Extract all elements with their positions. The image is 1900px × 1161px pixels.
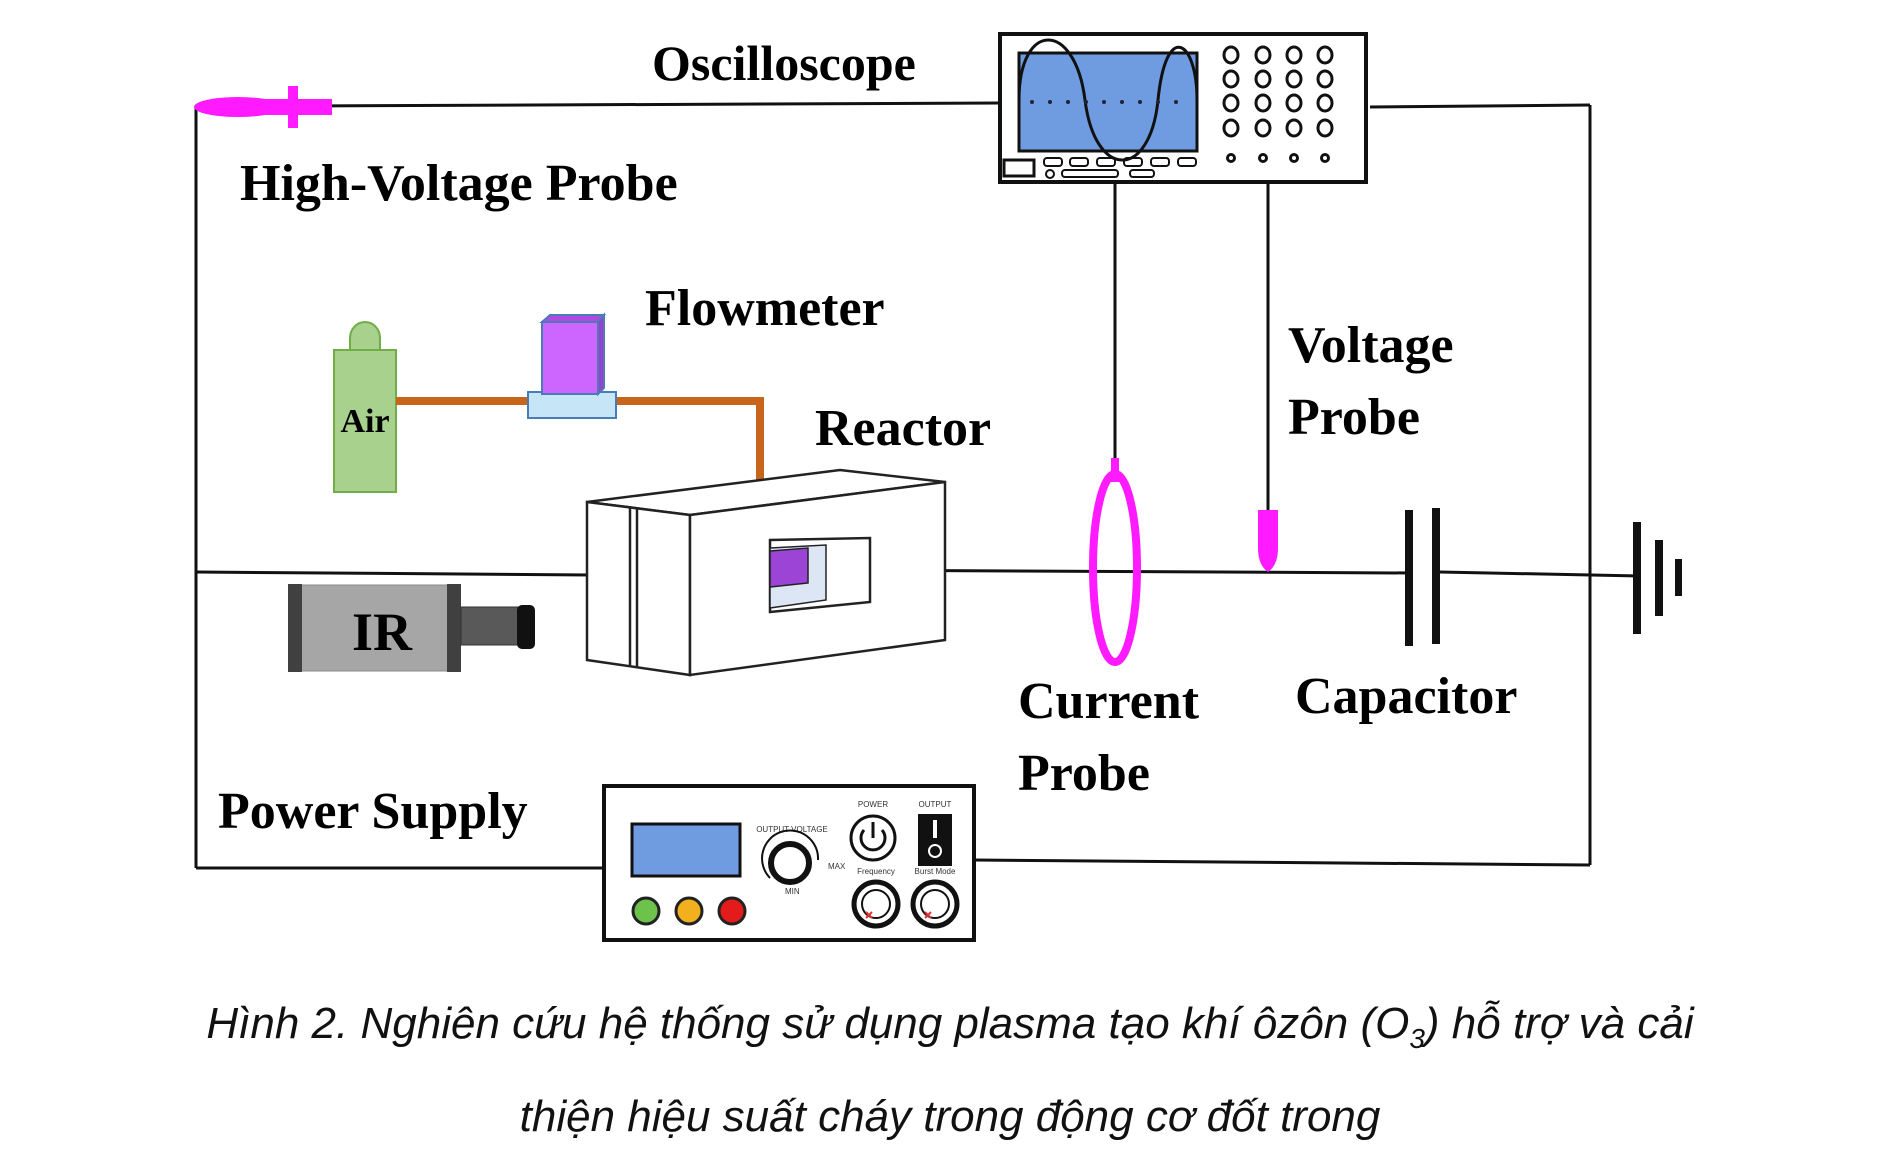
current-probe-icon	[1089, 458, 1141, 666]
indicator-yellow	[674, 896, 704, 926]
voltage-probe-icon	[1258, 510, 1278, 572]
oscilloscope-screen	[1017, 51, 1199, 153]
max-label: MAX	[828, 862, 846, 871]
scope-knob	[1254, 69, 1272, 89]
caption-line-1-end: ) hỗ trợ và cải	[1424, 999, 1694, 1048]
wire-bottom-right	[973, 858, 1591, 867]
capacitor-label: Capacitor	[1295, 668, 1517, 725]
scope-knob	[1316, 93, 1334, 113]
screen-grid-dots	[1030, 100, 1178, 104]
output-switch-icon	[918, 814, 952, 866]
oscilloscope-icon	[998, 32, 1368, 184]
voltage-probe-label-line2: Probe	[1288, 389, 1420, 446]
high-voltage-probe-label: High-Voltage Probe	[240, 155, 678, 212]
voltage-probe-label-line1: Voltage	[1288, 317, 1454, 374]
scope-knob	[1285, 45, 1303, 65]
power-supply-label: Power Supply	[218, 783, 528, 840]
caption-line-1-start: Hình 2. Nghiên cứu hệ thống sử dụng plas…	[206, 999, 1410, 1048]
burst-mode-knob	[910, 879, 960, 929]
scope-small-knob	[1258, 153, 1268, 163]
power-label: POWER	[858, 800, 888, 809]
wire-hv-probe-to-scope	[299, 101, 1001, 108]
scope-small-knob	[1289, 153, 1299, 163]
power-supply-display	[630, 822, 742, 878]
reactor-label: Reactor	[815, 400, 991, 457]
scope-knob	[1316, 118, 1334, 138]
wire-to-reactor	[195, 570, 591, 577]
output-voltage-label: OUTPUT VOLTAGE	[756, 825, 828, 834]
high-voltage-probe-icon	[194, 86, 332, 128]
scope-knob	[1254, 93, 1272, 113]
caption-line-2: thiện hiệu suất cháy trong động cơ đốt t…	[519, 1091, 1381, 1141]
frequency-label: Frequency	[857, 867, 895, 876]
scope-knob	[1222, 69, 1240, 89]
scope-knob	[1316, 69, 1334, 89]
power-supply-icon: OUTPUT VOLTAGE MAX MIN POWER OUTPUT Freq…	[602, 784, 976, 942]
current-probe-label-line1: Current	[1018, 673, 1200, 730]
scope-small-knob	[1320, 153, 1330, 163]
scope-knob	[1254, 45, 1272, 65]
burst-mode-label: Burst Mode	[915, 867, 956, 876]
output-voltage-knob	[768, 841, 812, 885]
experimental-setup-diagram: High-Voltage Probe Oscilloscope Air	[194, 32, 1682, 942]
oscilloscope-knobs	[1222, 45, 1334, 163]
wire-scope-to-right	[1369, 103, 1591, 109]
scope-knob	[1285, 93, 1303, 113]
scope-knob	[1222, 45, 1240, 65]
scope-knob	[1254, 118, 1272, 138]
ir-label: IR	[352, 602, 413, 662]
wire-capacitor-to-ground	[1439, 570, 1641, 578]
caption-line-1: Hình 2. Nghiên cứu hệ thống sử dụng plas…	[0, 985, 1900, 1078]
power-button-icon	[849, 814, 897, 862]
min-label: MIN	[785, 887, 800, 896]
ground-icon	[1633, 522, 1682, 634]
flowmeter-label: Flowmeter	[645, 280, 885, 337]
scope-power-button	[1002, 158, 1036, 178]
scope-knob	[1285, 69, 1303, 89]
scope-knob	[1222, 118, 1240, 138]
scope-small-knob	[1226, 153, 1236, 163]
indicator-green	[631, 896, 661, 926]
sine-wave-trace	[1017, 38, 1199, 162]
ir-camera-icon	[288, 584, 535, 672]
current-probe-label-line2: Probe	[1018, 745, 1150, 802]
figure-caption: Hình 2. Nghiên cứu hệ thống sử dụng plas…	[0, 985, 1900, 1156]
output-label: OUTPUT	[919, 800, 952, 809]
scope-knob	[1285, 118, 1303, 138]
indicator-red	[717, 896, 747, 926]
air-cylinder-icon	[333, 321, 397, 493]
gas-tube	[396, 397, 764, 505]
scope-small-buttons	[1043, 157, 1197, 179]
capacitor-icon	[1405, 508, 1440, 646]
air-label: Air	[340, 403, 389, 440]
caption-subscript: 3	[1409, 1022, 1425, 1054]
oscilloscope-label: Oscilloscope	[652, 35, 916, 91]
circuit-wires	[194, 101, 1641, 870]
flowmeter-icon	[527, 312, 617, 419]
scope-knob	[1316, 45, 1334, 65]
reactor-icon	[585, 468, 947, 677]
scope-knob	[1222, 93, 1240, 113]
frequency-knob	[851, 879, 901, 929]
electrode	[769, 547, 809, 588]
